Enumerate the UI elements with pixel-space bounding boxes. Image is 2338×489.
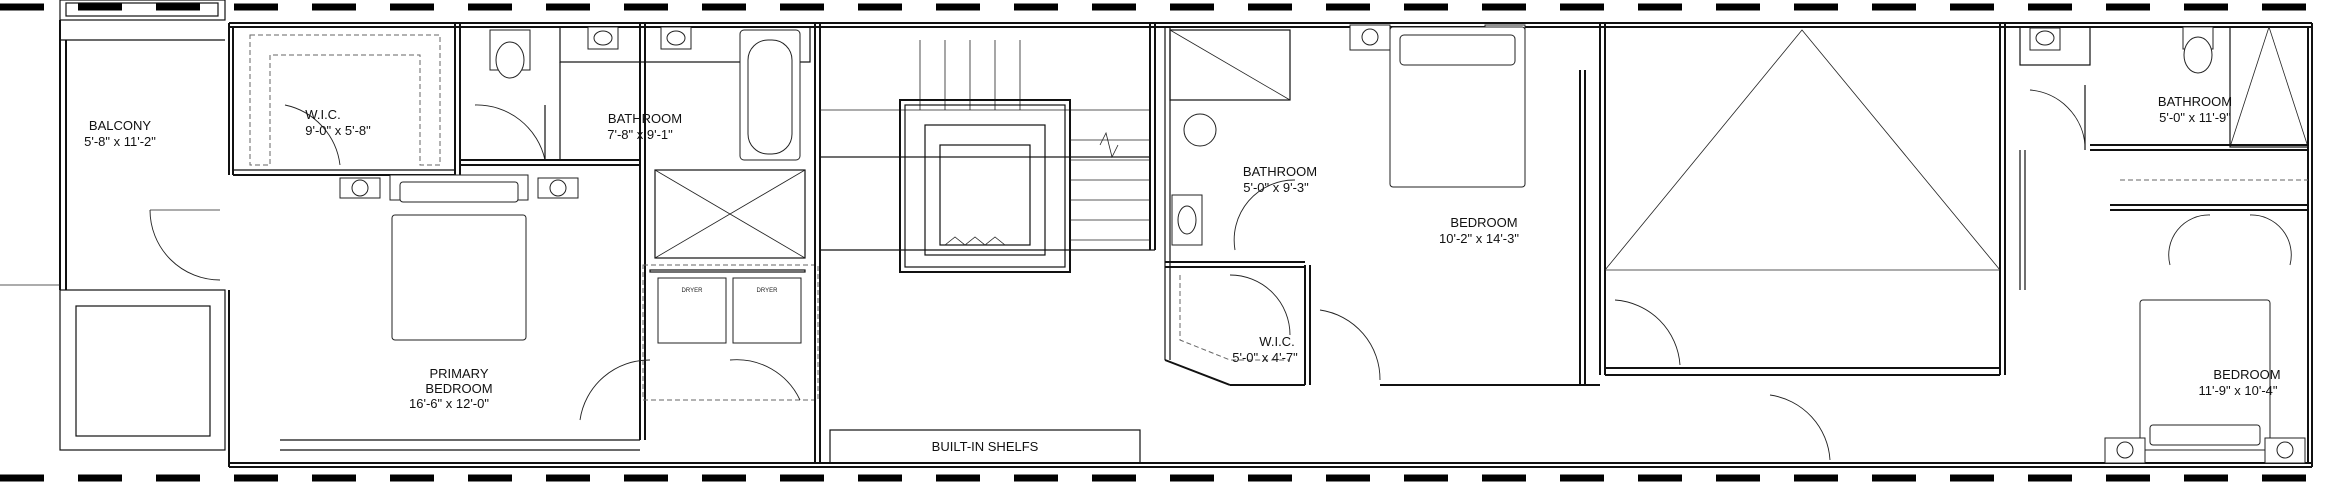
bed3-dims: 11'-9" x 10'-4" (2199, 383, 2278, 398)
primary-dims: 16'-6" x 12'-0" (409, 396, 489, 411)
wic2-dims: 5'-0" x 4'-7" (1232, 350, 1298, 365)
dryer-label-2: DRYER (757, 288, 779, 294)
roof-skylight (1599, 23, 2006, 376)
stair-core (814, 23, 1156, 463)
bedroom-2 (1304, 24, 1831, 461)
bath3-dims: 5'-0" x 11'-9" (2159, 110, 2231, 125)
primary-name2: BEDROOM (425, 381, 492, 396)
balcony-name: BALCONY (89, 118, 151, 133)
primary-bedroom (280, 174, 640, 451)
bedroom-3 (2019, 150, 2308, 464)
bath2-name: BATHROOM (1243, 164, 1317, 179)
bathroom-2 (1164, 27, 1305, 386)
wic2-name: W.I.C. (1259, 334, 1294, 349)
bed2-dims: 10'-2" x 14'-3" (1439, 231, 1519, 246)
bath1-name: BATHROOM (608, 111, 682, 126)
bath2-dims: 5'-0" x 9'-3" (1243, 180, 1309, 195)
bath1-dims: 7'-8" x 9'-1" (607, 127, 673, 142)
bathroom-primary (460, 23, 811, 440)
bathroom-3 (2019, 26, 2309, 151)
wic1-name: W.I.C. (305, 107, 340, 122)
primary-name: PRIMARY (430, 366, 489, 381)
bed2-name: BEDROOM (1450, 215, 1517, 230)
laundry-area: DRYER DRYER (579, 169, 819, 421)
dryer-label-1: DRYER (682, 288, 704, 294)
built-in-shelves: BUILT-IN SHELFS (829, 429, 1141, 464)
bed3-name: BEDROOM (2213, 367, 2280, 382)
room-labels: BALCONY 5'-8" x 11'-2" W.I.C. 9'-0" x 5'… (84, 94, 2280, 411)
wic1-dims: 9'-0" x 5'-8" (305, 123, 371, 138)
wic-primary (233, 23, 461, 176)
shelves-label: BUILT-IN SHELFS (932, 439, 1039, 454)
balcony-dims: 5'-8" x 11'-2" (84, 134, 156, 149)
bath3-name: BATHROOM (2158, 94, 2232, 109)
balcony (0, 0, 226, 451)
